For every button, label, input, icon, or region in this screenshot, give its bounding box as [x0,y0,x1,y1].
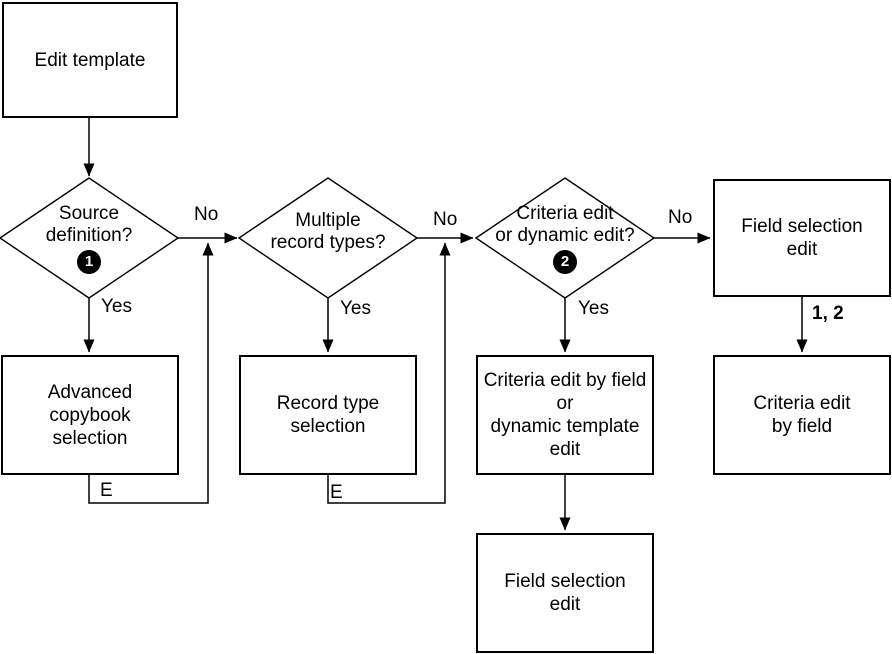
edge-label-no-multiple: No [433,209,458,230]
node-record-type-selection-label: Record type selection [276,393,380,437]
node-field-selection-edit-bottom-label: Field selection edit [504,571,626,615]
node-edit-template-label: Edit template [34,49,146,71]
node-field-selection-edit-top: Field selection edit [713,179,891,297]
edge-label-one-two: 1, 2 [812,303,844,324]
connector-exit-advanced-copybook-loop [88,242,214,504]
decision-source-definition-label: Source definition? [45,202,133,246]
node-advanced-copybook-selection: Advanced copybook selection [1,355,179,475]
node-criteria-edit-or-dynamic-template-edit-label: Criteria edit by field or dynamic templa… [483,370,647,460]
node-field-selection-edit-top-label: Field selection edit [741,216,863,260]
node-record-type-selection: Record type selection [239,355,417,475]
badge-1: 1 [77,249,101,274]
connector-exit-record-type-loop [327,242,451,504]
edge-label-yes-multiple: Yes [340,298,371,319]
edge-label-exit-advanced: E [100,480,113,501]
badge-2: 2 [553,249,577,274]
edge-label-no-source: No [194,204,219,225]
node-criteria-edit-by-field: Criteria edit by field [713,355,891,475]
node-field-selection-edit-bottom: Field selection edit [476,533,654,653]
decision-multiple-record-types: Multiple record types? [239,178,417,298]
edge-label-yes-source: Yes [101,296,132,317]
decision-criteria-or-dynamic-label: Criteria edit or dynamic edit? [495,202,635,246]
edge-label-no-criteria: No [668,207,693,228]
node-criteria-edit-or-dynamic-template-edit: Criteria edit by field or dynamic templa… [476,355,654,475]
edge-label-exit-record: E [330,482,343,503]
node-edit-template: Edit template [2,2,178,118]
decision-source-definition: Source definition? 1 [0,178,178,298]
decision-criteria-or-dynamic: Criteria edit or dynamic edit? 2 [476,178,654,298]
node-criteria-edit-by-field-label: Criteria edit by field [753,393,851,437]
node-advanced-copybook-selection-label: Advanced copybook selection [47,381,133,449]
edge-label-yes-criteria: Yes [578,298,609,319]
decision-multiple-record-types-label: Multiple record types? [270,210,386,253]
